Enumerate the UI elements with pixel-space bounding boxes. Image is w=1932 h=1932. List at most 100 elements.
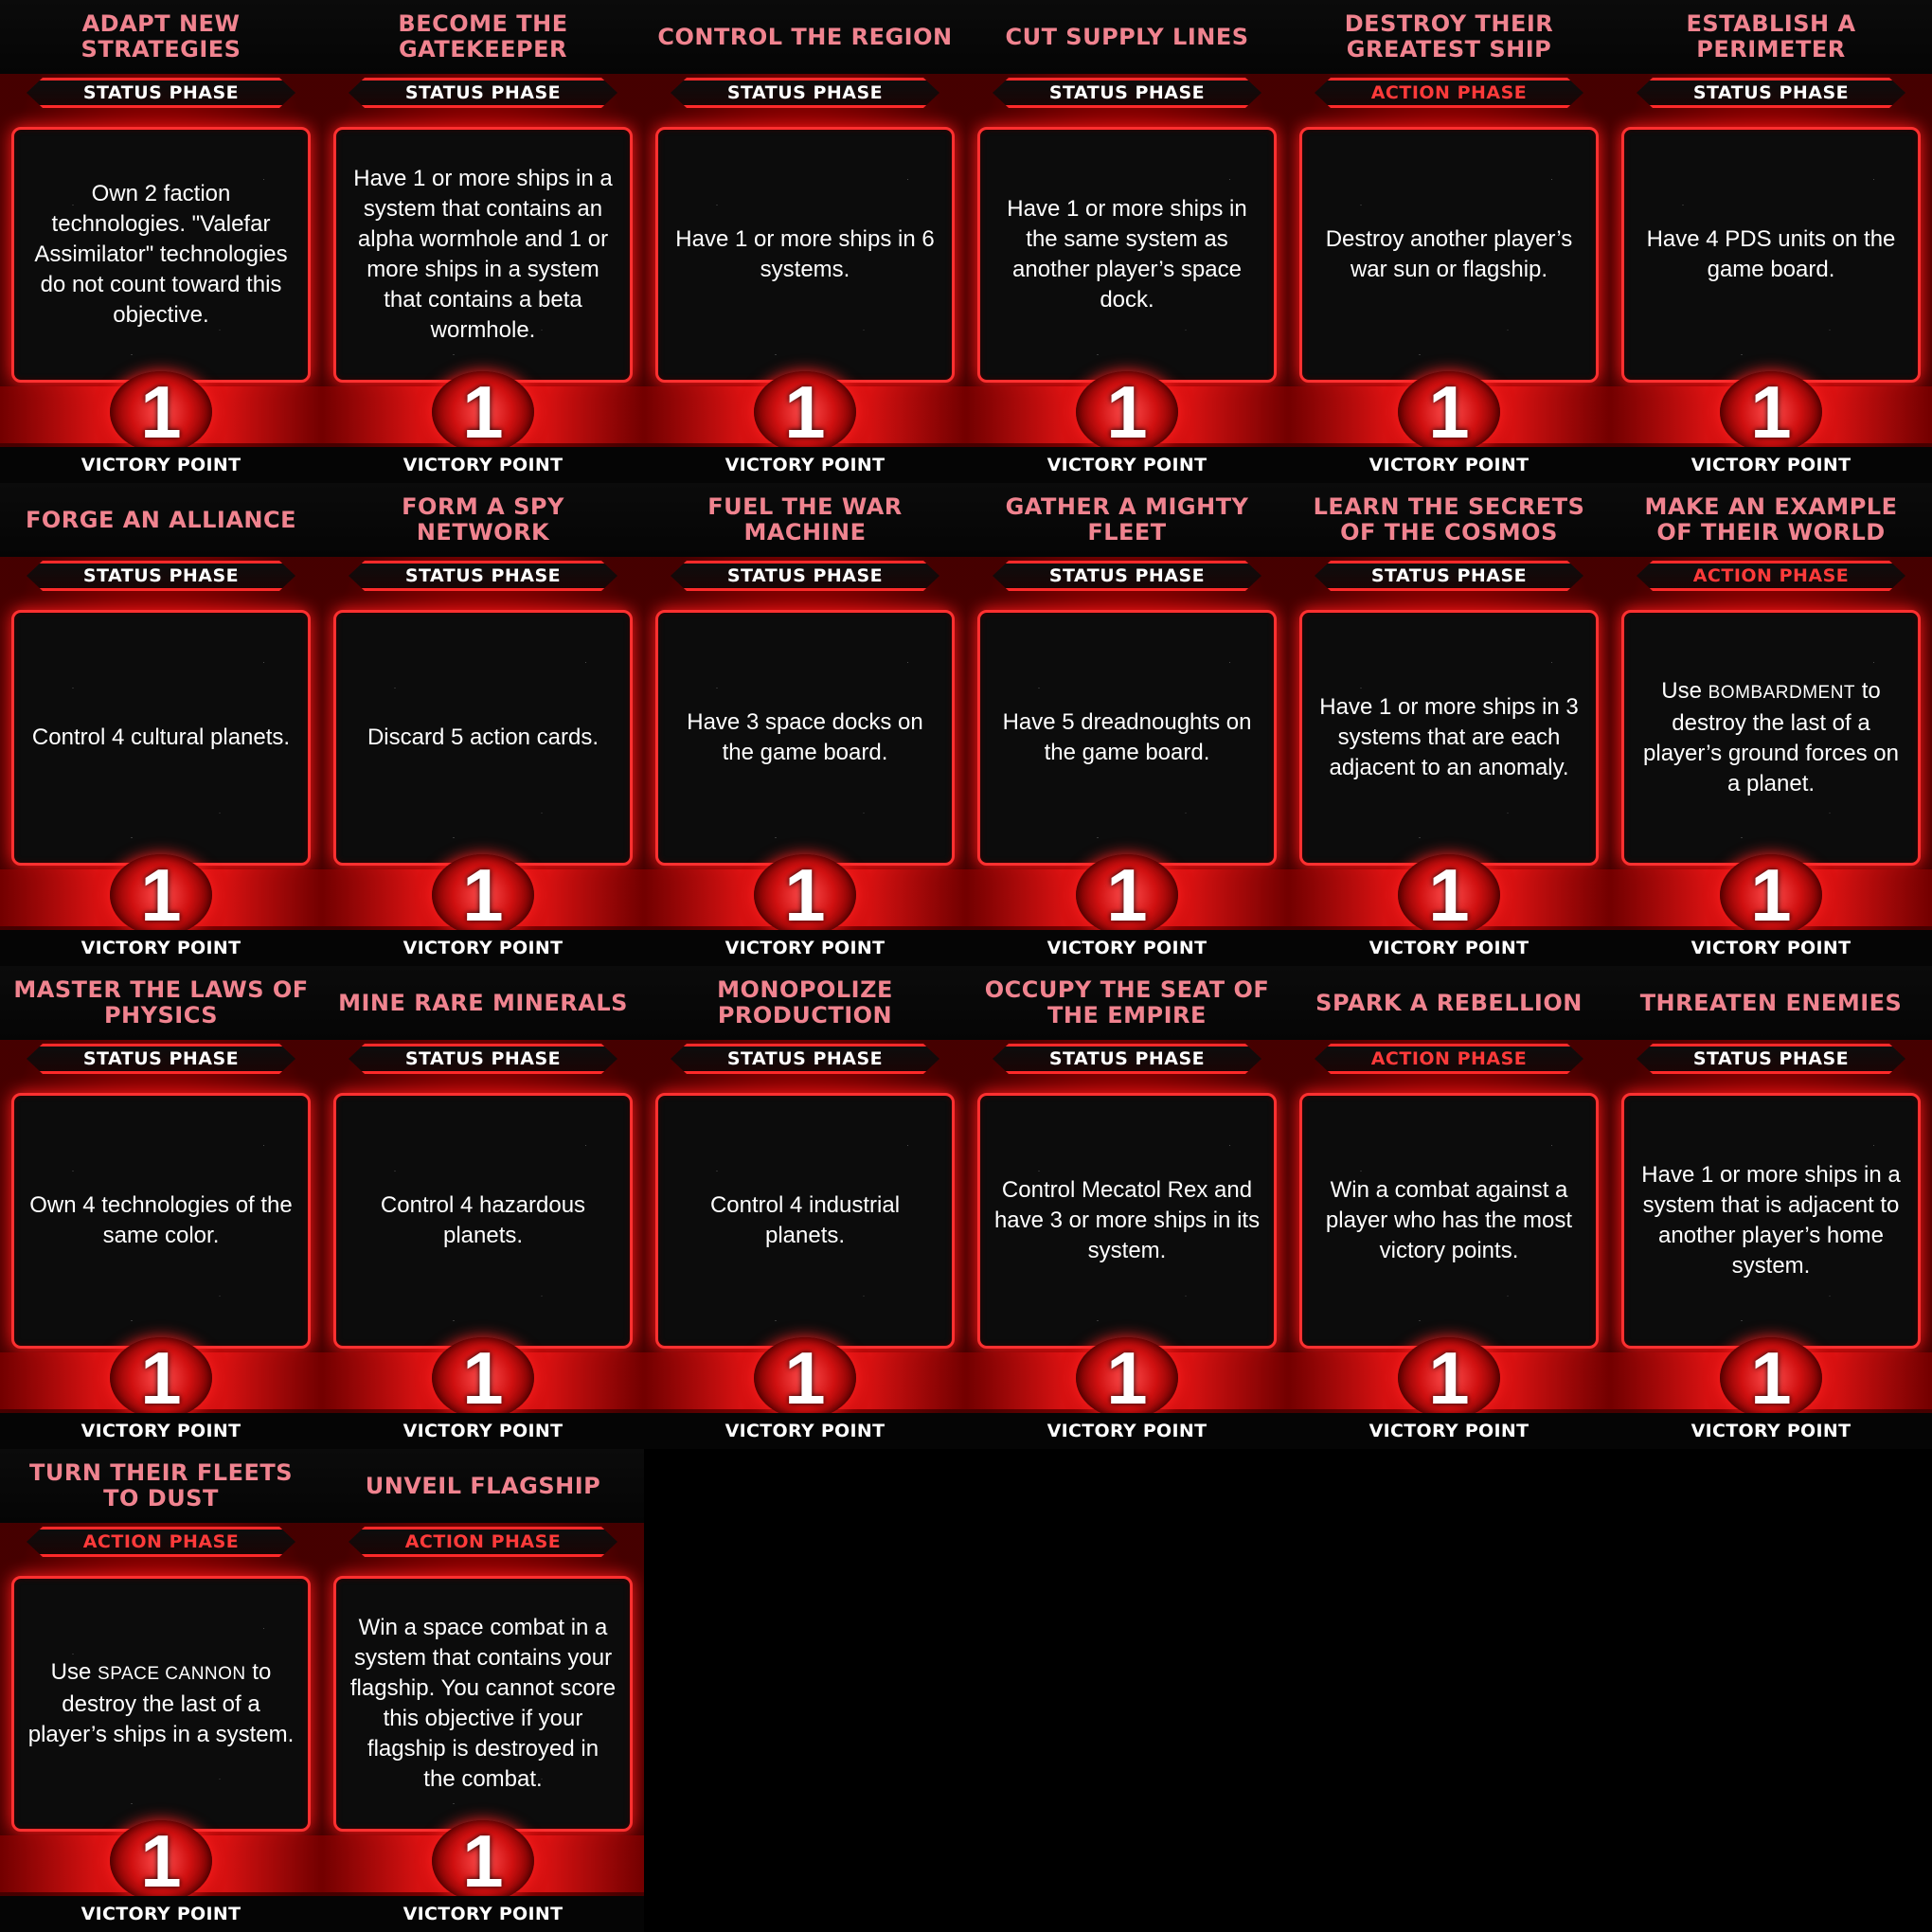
victory-point-label: VICTORY POINT: [402, 455, 564, 475]
objective-card-fuel-the-war-machine[interactable]: FUEL THE WAR MACHINE STATUS PHASE Have 3 s…: [644, 483, 966, 966]
victory-point-value: 1: [462, 1336, 504, 1420]
card-footer: VICTORY POINT: [644, 1413, 966, 1449]
card-phase-banner: STATUS PHASE: [27, 561, 295, 591]
victory-point-value: 1: [1750, 1336, 1792, 1420]
card-title-bar: UNVEIL FLAGSHIP: [322, 1449, 644, 1523]
victory-point-medal-icon: 1: [1720, 854, 1822, 936]
card-text-frame: [11, 1093, 311, 1349]
victory-point-label: VICTORY POINT: [402, 1421, 564, 1441]
victory-point-value: 1: [140, 1819, 182, 1903]
victory-point-medal-icon: 1: [754, 1337, 856, 1419]
card-text-post: to destroy the last of a player’s ground…: [1643, 678, 1899, 796]
victory-point-label: VICTORY POINT: [80, 938, 242, 958]
card-title: FORGE AN ALLIANCE: [26, 506, 296, 533]
victory-point-medal-icon: 1: [1076, 1337, 1178, 1419]
card-body: Discard 5 action cards.: [349, 616, 617, 860]
card-phase: ACTION PHASE: [82, 1531, 240, 1552]
card-title-bar: BECOME THE GATEKEEPER: [322, 0, 644, 74]
card-text-frame: [333, 1093, 633, 1349]
card-body: Win a space combat in a system that cont…: [349, 1582, 617, 1826]
victory-point-label: VICTORY POINT: [724, 455, 886, 475]
victory-point-medal-icon: 1: [1076, 371, 1178, 453]
card-text-post: to destroy the last of a player’s ships …: [27, 1659, 295, 1747]
victory-point-medal-icon: 1: [110, 854, 212, 936]
card-phase-banner: ACTION PHASE: [1315, 1044, 1583, 1074]
card-title: FORM A SPY NETWORK: [402, 493, 564, 546]
card-phase-banner: STATUS PHASE: [349, 561, 617, 591]
objective-card-unveil-flagship[interactable]: UNVEIL FLAGSHIP ACTION PHASE Win a space c…: [322, 1449, 644, 1932]
card-title: BECOME THE GATEKEEPER: [398, 10, 568, 63]
card-phase: ACTION PHASE: [404, 1531, 562, 1552]
card-text: Own 2 faction technologies. "Valefar Ass…: [34, 181, 288, 328]
card-title: LEARN THE SECRETS OF THE COSMOS: [1313, 493, 1585, 546]
objective-card-turn-their-fleets-to-dust[interactable]: TURN THEIR FLEETS TO DUST ACTION PHASE Use…: [0, 1449, 322, 1932]
card-body: Control Mecatol Rex and have 3 or more s…: [993, 1099, 1261, 1343]
card-phase-banner: STATUS PHASE: [993, 1044, 1261, 1074]
card-phase: STATUS PHASE: [1048, 565, 1206, 586]
victory-point-medal-icon: 1: [432, 1820, 534, 1902]
card-phase-banner: STATUS PHASE: [349, 1044, 617, 1074]
card-text-frame: [655, 127, 955, 383]
card-title: CONTROL THE REGION: [657, 23, 953, 50]
card-title: TURN THEIR FLEETS TO DUST: [28, 1459, 294, 1512]
card-title: UNVEIL FLAGSHIP: [365, 1472, 601, 1499]
card-footer: VICTORY POINT: [322, 1896, 644, 1932]
card-phase-banner: STATUS PHASE: [27, 78, 295, 108]
card-text: Have 1 or more ships in a system that co…: [353, 166, 613, 343]
card-title: ESTABLISH A PERIMETER: [1686, 10, 1856, 63]
card-text-frame: [655, 1093, 955, 1349]
card-phase-banner: ACTION PHASE: [1315, 78, 1583, 108]
card-title-bar: MONOPOLIZE PRODUCTION: [644, 966, 966, 1040]
card-footer: VICTORY POINT: [0, 1896, 322, 1932]
card-text: Control 4 cultural planets.: [31, 724, 291, 750]
card-phase-banner: STATUS PHASE: [1637, 1044, 1905, 1074]
card-phase-banner: ACTION PHASE: [1637, 561, 1905, 591]
card-text-frame: [1621, 1093, 1921, 1349]
card-text: Have 4 PDS units on the game board.: [1646, 226, 1896, 282]
card-text: Have 5 dreadnoughts on the game board.: [1002, 709, 1252, 765]
card-text-frame: [333, 610, 633, 866]
victory-point-value: 1: [784, 1336, 826, 1420]
card-body: Use BOMBARDMENT to destroy the last of a…: [1637, 616, 1905, 860]
card-phase: STATUS PHASE: [82, 565, 240, 586]
card-body: Have 3 space docks on the game board.: [671, 616, 939, 860]
card-title-bar: CUT SUPPLY LINES: [966, 0, 1288, 74]
victory-point-value: 1: [1428, 853, 1470, 937]
card-title: FUEL THE WAR MACHINE: [707, 493, 903, 546]
card-title: CUT SUPPLY LINES: [1005, 23, 1249, 50]
objective-card-form-a-spy-network[interactable]: FORM A SPY NETWORK STATUS PHASE Discard 5 …: [322, 483, 644, 966]
card-phase-banner: STATUS PHASE: [671, 561, 939, 591]
victory-point-value: 1: [1750, 853, 1792, 937]
card-phase: ACTION PHASE: [1692, 565, 1850, 586]
card-footer: VICTORY POINT: [1288, 930, 1610, 966]
victory-point-medal-icon: 1: [1398, 1337, 1500, 1419]
card-text-frame: [655, 610, 955, 866]
card-text-frame: [1299, 1093, 1599, 1349]
objective-card-forge-an-alliance[interactable]: FORGE AN ALLIANCE STATUS PHASE Control 4 c…: [0, 483, 322, 966]
victory-point-value: 1: [462, 1819, 504, 1903]
card-text: Use SPACE CANNON to destroy the last of …: [27, 1657, 295, 1750]
card-title-bar: THREATEN ENEMIES: [1610, 966, 1932, 1040]
card-title: GATHER A MIGHTY FLEET: [1005, 493, 1249, 546]
card-text-frame: [333, 1576, 633, 1832]
objective-card-gather-a-mighty-fleet[interactable]: GATHER A MIGHTY FLEET STATUS PHASE Have 5 …: [966, 483, 1288, 966]
victory-point-label: VICTORY POINT: [1046, 455, 1208, 475]
victory-point-medal-icon: 1: [1720, 371, 1822, 453]
card-footer: VICTORY POINT: [966, 447, 1288, 483]
card-text-frame: [11, 610, 311, 866]
